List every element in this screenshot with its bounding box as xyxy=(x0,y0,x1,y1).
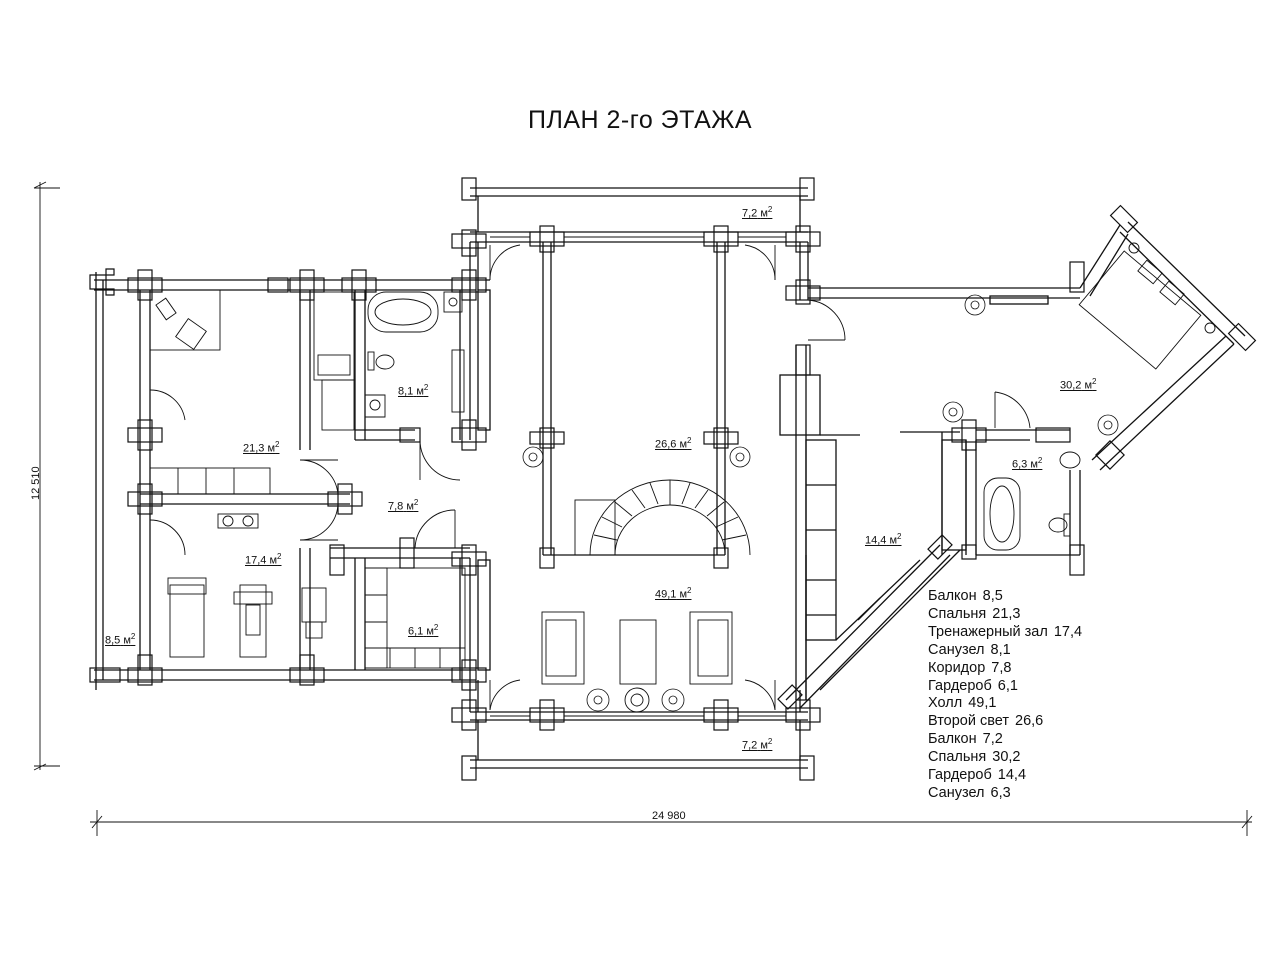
east-furniture xyxy=(983,242,1216,551)
room-area-bathroom-west: 8,1 м2 xyxy=(398,383,429,398)
windows-central xyxy=(490,236,786,717)
room-area-bedroom-west: 21,3 м2 xyxy=(243,440,280,455)
room-area-bathroom-east: 6,3 м2 xyxy=(1012,456,1043,471)
room-area-wardrobe-east: 14,4 м2 xyxy=(865,532,902,547)
dimension-lines xyxy=(33,181,1253,836)
door-swings xyxy=(149,244,1031,711)
central-block-walls xyxy=(469,187,821,769)
plants xyxy=(522,294,1119,712)
room-area-bedroom-east: 30,2 м2 xyxy=(1060,377,1097,392)
room-area-corridor: 7,8 м2 xyxy=(388,498,419,513)
plan-title: ПЛАН 2-го ЭТАЖА xyxy=(527,106,753,134)
room-area-wardrobe-west: 6,1 м2 xyxy=(408,623,439,638)
room-area-gym: 17,4 м2 xyxy=(245,552,282,567)
room-area-balcony-top: 7,2 м2 xyxy=(742,205,773,220)
log-corners-east xyxy=(777,204,1257,710)
dimension-height: 12 510 xyxy=(30,466,42,500)
room-area-balcony-west: 8,5 м2 xyxy=(105,632,136,647)
room-area-hall: 49,1 м2 xyxy=(655,586,692,601)
log-corners-central xyxy=(451,177,821,781)
west-furniture xyxy=(149,289,466,669)
east-wing-walls xyxy=(785,221,1246,709)
log-corners-west xyxy=(89,268,421,686)
west-wing-walls xyxy=(94,272,476,690)
room-area-second-light: 26,6 м2 xyxy=(655,436,692,451)
dimension-width: 24 980 xyxy=(652,810,686,822)
spiral-stair xyxy=(574,479,751,556)
hall-furniture xyxy=(541,611,733,713)
room-area-balcony-bottom: 7,2 м2 xyxy=(742,737,773,752)
